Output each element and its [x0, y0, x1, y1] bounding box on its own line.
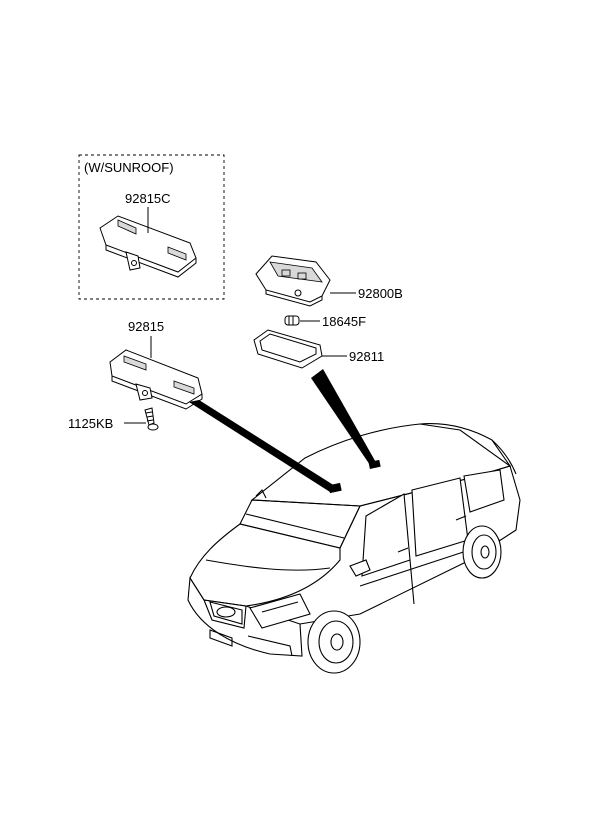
- sunroof-group-label: (W/SUNROOF): [84, 160, 174, 175]
- part-18645f-drawing: [284, 315, 300, 326]
- part-label-92800b: 92800B: [358, 286, 403, 301]
- vehicle-illustration: [187, 423, 521, 674]
- location-wedge-front: [189, 400, 335, 492]
- part-label-1125kb: 1125KB: [68, 416, 113, 431]
- location-wedge-rear: [311, 369, 378, 468]
- sunroof-group-box: [78, 154, 225, 300]
- part-92815c-drawing: [99, 215, 197, 278]
- part-92815-drawing: [109, 349, 203, 410]
- lamp-location-rear: [368, 459, 381, 469]
- part-label-92811: 92811: [349, 349, 384, 364]
- part-label-92815: 92815: [128, 319, 164, 334]
- part-92800b-drawing: [255, 255, 331, 307]
- lamp-location-front: [328, 482, 342, 494]
- part-label-18645f: 18645F: [322, 314, 366, 329]
- part-label-92815c: 92815C: [125, 191, 171, 206]
- part-1125kb-drawing: [144, 407, 159, 431]
- part-92811-drawing: [253, 329, 323, 369]
